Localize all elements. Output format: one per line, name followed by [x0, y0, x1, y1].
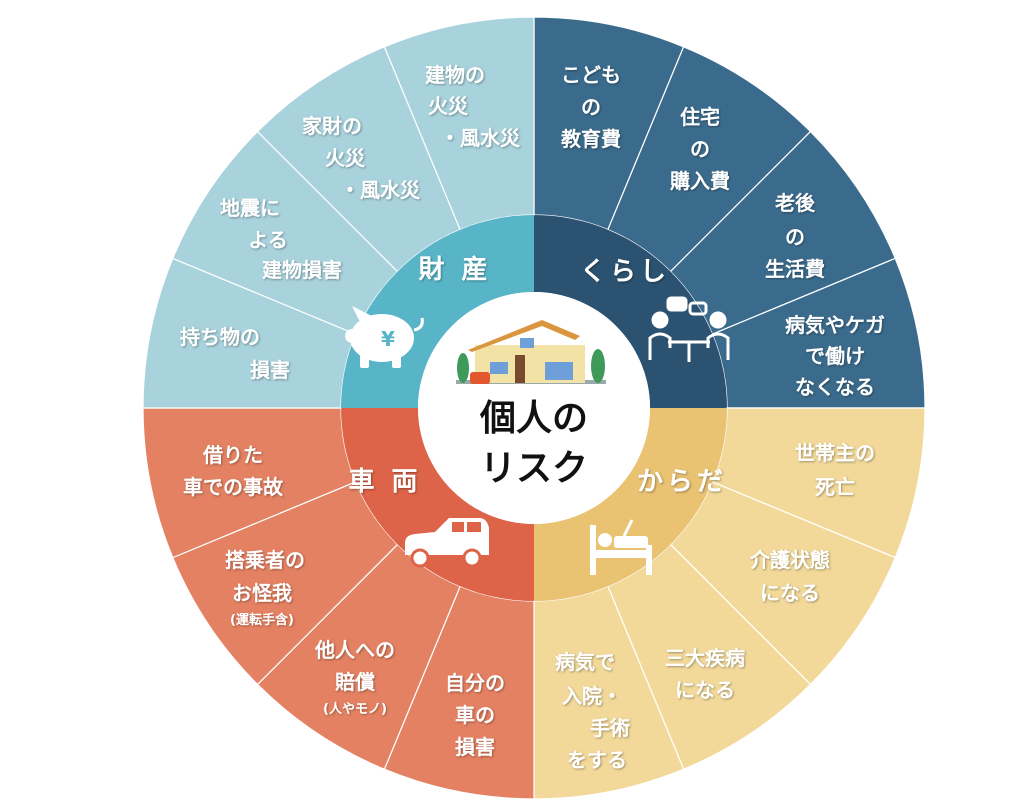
property-risk-item-1-line: ・風水災 [440, 126, 521, 150]
living-risk-item-3-line: 老後 [775, 191, 816, 215]
body-risk-item-2-line: 介護状態 [749, 548, 830, 572]
svg-text:¥: ¥ [381, 327, 395, 351]
living-risk-item-3-line: の [785, 225, 805, 249]
living-risk-item-2-line: 住宅 [680, 105, 720, 129]
property-risk-item-3-line: 建物損害 [262, 258, 342, 282]
property-risk-item-3-line: 地震に [220, 196, 280, 220]
category-property-label: 財 産 [418, 254, 491, 285]
living-risk-item-4-line: なくなる [795, 375, 875, 399]
living-risk-item-4-line: で働け [805, 344, 865, 368]
vehicle-risk-item-1-line: 車での事故 [183, 475, 284, 499]
house-illustration [456, 320, 606, 384]
body-risk-item-4-line: 入院・ [562, 684, 622, 708]
vehicle-risk-item-2-line: 搭乗者の [225, 548, 305, 572]
vehicle-risk-item-1-line: 借りた [202, 443, 263, 467]
vehicle-risk-item-3-line: 他人への [314, 638, 395, 662]
property-risk-item-3-line: よる [248, 228, 287, 252]
vehicle-risk-item-4-line: 自分の [445, 671, 505, 695]
property-risk-item-2-line: ・風水災 [340, 178, 421, 202]
category-living-label: くらし [580, 257, 670, 287]
body-risk-item-4-line: 手術 [590, 716, 630, 740]
piggy-bank-icon: ¥ [345, 306, 424, 368]
meeting-people-icon [648, 296, 730, 362]
body-risk-item-3-line: になる [675, 678, 735, 702]
property-risk-item-4-line: 損害 [250, 358, 290, 382]
living-risk-item-1-line: の [581, 95, 601, 119]
vehicle-risk-item-3-line: (人やモノ) [323, 701, 387, 717]
living-risk-item-4-line: 病気やケガ [785, 313, 885, 337]
category-body-label: からだ [637, 467, 727, 497]
vehicle-risk-item-2-line: (運転手含) [230, 612, 294, 628]
vehicle-risk-item-2-line: お怪我 [232, 581, 292, 605]
property-risk-item-1-line: 火災 [428, 94, 469, 118]
car-icon [405, 518, 489, 568]
living-category-ring [534, 215, 727, 408]
property-risk-item-1-line: 建物の [425, 63, 485, 87]
body-category-ring [534, 408, 727, 601]
body-risk-item-1-line: 世帯主の [795, 441, 875, 465]
body-risk-item-2-line: になる [760, 581, 820, 605]
category-vehicle-label: 車 両 [348, 467, 421, 497]
body-risk-item-3-line: 三大疾病 [665, 646, 745, 670]
living-risk-item-1-line: こども [561, 63, 621, 87]
body-risk-item-4-line: 病気で [555, 650, 615, 674]
vehicle-risk-item-4-line: 車の [455, 703, 495, 727]
living-risk-item-1-line: 教育費 [561, 127, 621, 151]
vehicle-risk-item-3-line: 賠償 [335, 670, 376, 694]
vehicle-risk-item-4-line: 損害 [455, 735, 495, 759]
property-risk-item-2-line: 火災 [325, 146, 366, 170]
property-risk-item-2-line: 家財の [302, 114, 362, 138]
body-risk-item-1-line: 死亡 [815, 475, 855, 499]
living-risk-item-2-line: 購入費 [670, 169, 730, 193]
property-risk-item-4-line: 持ち物の [180, 325, 260, 349]
hospital-bed-icon [590, 519, 652, 575]
body-risk-item-4-line: をする [567, 748, 627, 772]
living-risk-item-2-line: の [690, 137, 710, 161]
center-title-line1: 個人の [479, 398, 588, 439]
center-title-line2: リスク [480, 448, 588, 489]
living-risk-item-3-line: 生活費 [765, 257, 825, 281]
